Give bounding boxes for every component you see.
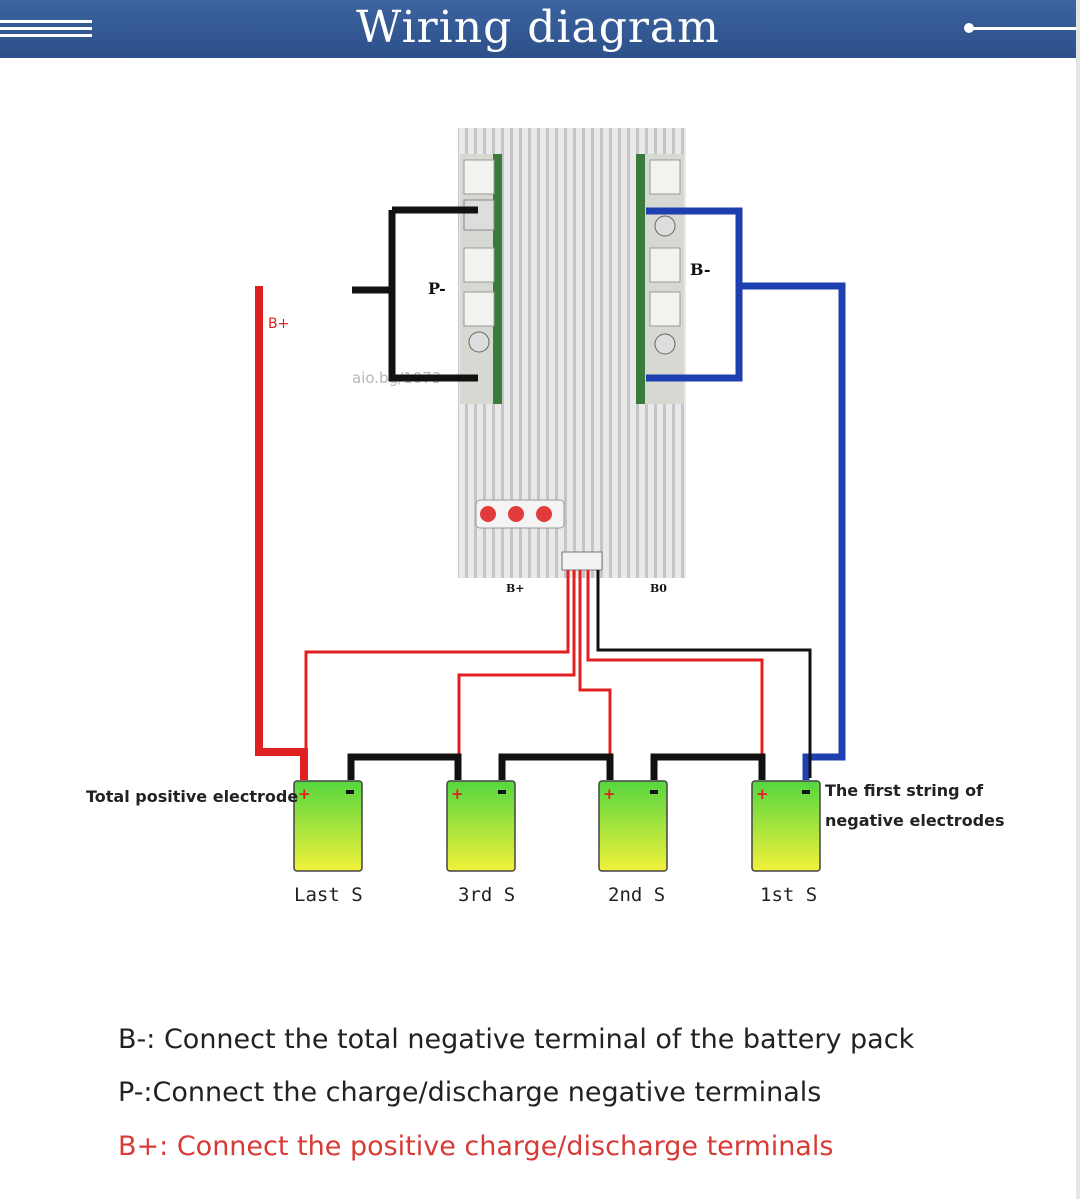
- decorative-line-right: [968, 27, 1076, 30]
- b-terminal-3: [649, 291, 681, 327]
- callout-first-string-line2: negative electrodes: [825, 811, 1005, 830]
- cell-minus-sign: [802, 790, 810, 794]
- led-1: [480, 506, 496, 522]
- cell-last: +: [293, 780, 363, 872]
- cell-body: [293, 780, 363, 872]
- cell-plus-sign: +: [756, 785, 769, 803]
- page-title: Wiring diagram: [356, 2, 720, 53]
- cell-plus-sign: +: [451, 785, 464, 803]
- b-minus-board-label: B-: [690, 260, 710, 279]
- cell-minus-sign: [346, 790, 354, 794]
- cell-1st: +: [751, 780, 821, 872]
- p-strip-pcb: [493, 154, 502, 404]
- b-strip-pcb: [636, 154, 645, 404]
- b-minus-wire: [646, 207, 846, 780]
- cell-minus-sign: [650, 790, 658, 794]
- p-terminal-2: [463, 247, 495, 283]
- p-minus-wire: [352, 206, 478, 382]
- page-border: [1076, 0, 1080, 1199]
- b-screw-icon-bottom: [654, 333, 676, 355]
- legend-p-minus: P-:Connect the charge/discharge negative…: [118, 1077, 822, 1108]
- balance-wire-3rd: [457, 570, 576, 778]
- legend-b-plus: B+: Connect the positive charge/discharg…: [118, 1131, 834, 1162]
- led-3: [536, 506, 552, 522]
- header-banner: Wiring diagram: [0, 0, 1076, 58]
- balance-connector: [561, 551, 603, 571]
- wiring-diagram: B- P- B+ B0 aio.bg/1073 B+ + + + +: [255, 128, 846, 872]
- balance-wire-last: [304, 570, 570, 778]
- cell-label-2nd: 2nd S: [608, 884, 666, 906]
- b-plus-wire: [255, 286, 308, 780]
- b-terminal-2: [649, 247, 681, 283]
- balance-wires: [304, 570, 812, 778]
- cell-body: [446, 780, 516, 872]
- p-terminal-screw: [463, 199, 495, 231]
- p-terminal-1: [463, 159, 495, 195]
- cell-plus-sign: +: [603, 785, 616, 803]
- b-screw-icon-top: [654, 215, 676, 237]
- b-plus-wire-label: B+: [268, 316, 289, 332]
- balance-wire-1st: [586, 570, 764, 778]
- decorative-lines-left: [0, 20, 92, 40]
- b0-board-label: B0: [650, 582, 667, 595]
- series-link-1: [347, 753, 462, 780]
- p-terminal-3: [463, 291, 495, 327]
- balance-wire-b0: [596, 570, 812, 778]
- led-2: [508, 506, 524, 522]
- bms-board: B- P- B+ B0 aio.bg/1073: [352, 128, 710, 595]
- cell-label-1st: 1st S: [760, 884, 818, 906]
- cell-body: [598, 780, 668, 872]
- p-screw-icon: [468, 331, 490, 353]
- cell-plus-sign: +: [298, 785, 311, 803]
- cell-minus-sign: [498, 790, 506, 794]
- callout-first-string-line1: The first string of: [825, 781, 984, 800]
- series-link-3: [650, 753, 766, 780]
- cell-3rd: +: [446, 780, 516, 872]
- cell-label-3rd: 3rd S: [458, 884, 516, 906]
- callout-total-positive: Total positive electrode: [86, 787, 299, 806]
- cell-2nd: +: [598, 780, 668, 872]
- b-plus-board-label: B+: [506, 582, 525, 595]
- series-link-2: [498, 753, 614, 780]
- legend-b-minus: B-: Connect the total negative terminal …: [118, 1024, 915, 1055]
- p-minus-board-label: P-: [428, 279, 446, 298]
- b-terminal-1: [649, 159, 681, 195]
- cell-label-last: Last S: [294, 884, 363, 906]
- balance-wire-2nd: [578, 570, 612, 778]
- cell-body: [751, 780, 821, 872]
